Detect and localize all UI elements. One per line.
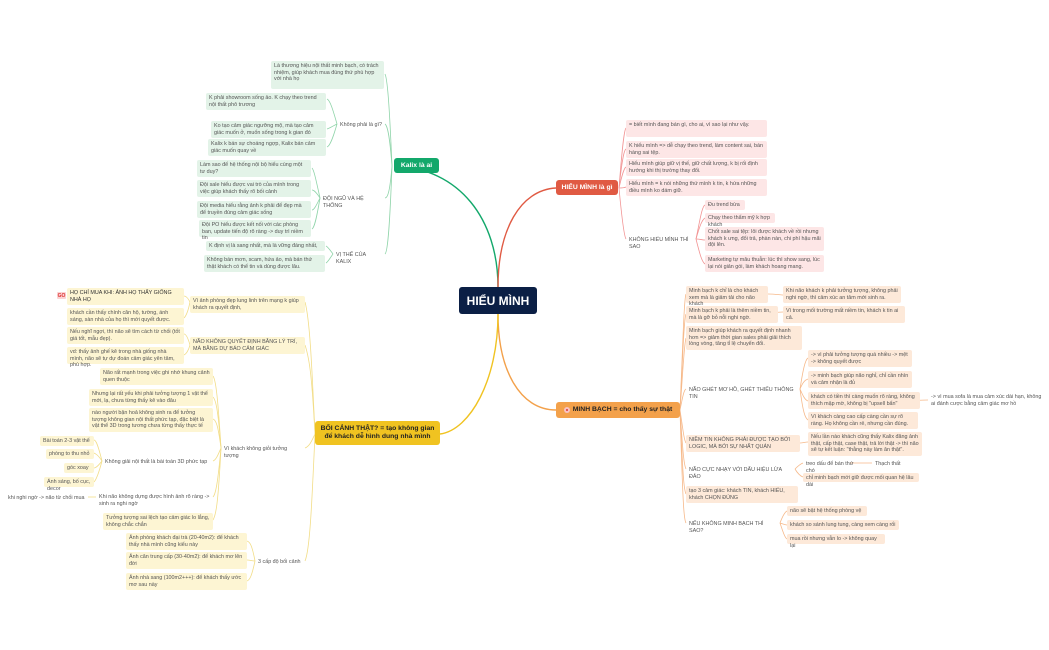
branch-context[interactable]: BỐI CẢNH THẬT? = tạo không gian để khách… bbox=[315, 421, 440, 445]
minhbach-b[interactable]: Minh bạch k phải là thêm niềm tin, mà là… bbox=[686, 306, 778, 323]
kalix-team-item[interactable]: Đội PO hiểu được kết nối với các phòng b… bbox=[199, 220, 311, 241]
minhbach-c[interactable]: Minh bạch giúp khách ra quyết định nhanh… bbox=[686, 326, 802, 350]
branch-minh-bach[interactable]: MINH BẠCH = cho thấy sự thật bbox=[556, 402, 680, 418]
context-easy[interactable]: Tưởng tượng sai lệch tạo cảm giác lo lắn… bbox=[103, 513, 213, 530]
minhbach-hate-label[interactable]: NÃO GHÉT MƠ HỒ, GHÉT THIẾU THÔNG TIN bbox=[689, 387, 794, 400]
minhbach-hate-item[interactable]: -> minh bạch giúp não nghỉ, chỉ cần nhìn… bbox=[808, 371, 912, 388]
branch-kalix[interactable]: Kalix là ai bbox=[394, 158, 439, 173]
context-g3-item[interactable]: nào người bận hoả không sinh ra để tưởng… bbox=[89, 408, 213, 432]
hieu-item[interactable]: Hiểu mình = k nói những thứ mình k tin, … bbox=[626, 179, 767, 196]
central-topic[interactable]: HIỂU MÌNH bbox=[459, 287, 537, 314]
context-nopic-child[interactable]: khi nghi ngờ -> não từ chối mua bbox=[8, 495, 85, 501]
minhbach-three[interactable]: tạo 3 cảm giác: khách TIN, khách HIỂU, k… bbox=[686, 486, 798, 503]
target-icon bbox=[563, 407, 570, 413]
kalix-team-item[interactable]: Làm sao để hệ thống nội bộ hiểu cùng một… bbox=[197, 160, 311, 177]
kalix-team-item[interactable]: Đội media hiểu rằng ảnh k phải để đẹp mà… bbox=[197, 201, 311, 218]
hieu-danger-item[interactable]: Đu trend bừa bbox=[705, 200, 745, 210]
context-fail-item[interactable]: góc xoay bbox=[64, 463, 94, 473]
minhbach-no-item[interactable]: não sẽ bật hệ thống phòng vệ bbox=[787, 506, 867, 516]
minhbach-no-label[interactable]: NẾU KHÔNG MINH BẠCH THÌ SAO? bbox=[689, 521, 764, 534]
context-g4-item[interactable]: Ảnh nhà sang (100m2+++): để khách thấy ư… bbox=[126, 573, 247, 590]
hieu-item[interactable]: K hiểu mình => dễ chạy theo trend, làm c… bbox=[626, 141, 767, 158]
minhbach-signals-item[interactable]: treo dấu để bán thứ chó bbox=[806, 461, 854, 474]
hieu-danger-item[interactable]: Chạy theo thẩm mỹ k hợp khách bbox=[705, 213, 775, 228]
kalix-team-item[interactable]: Đội sale hiểu được vai trò của mình tron… bbox=[197, 180, 311, 197]
context-g2-item[interactable]: Nếu nghĩ ngợi, thì não sẽ tìm cách từ ch… bbox=[67, 327, 184, 344]
minhbach-signals-sub[interactable]: Thạch thất bbox=[875, 461, 901, 467]
minhbach-signals-item[interactable]: chỉ minh bạch mới giữ được mối quan hệ l… bbox=[803, 473, 919, 488]
hieu-item[interactable]: = biết mình đang bán gì, cho ai, vì sao … bbox=[626, 120, 767, 137]
branch-minh-bach-label: MINH BẠCH = cho thấy sự thật bbox=[572, 406, 673, 413]
minhbach-a[interactable]: Minh bạch k chỉ là cho khách xem mà là g… bbox=[686, 286, 768, 307]
context-g1-item[interactable]: HỌ CHỈ MUA KHI: ẢNH HỌ THẤY GIỐNG NHÀ HỌ bbox=[67, 288, 184, 305]
context-g3-label[interactable]: Vì khách không giỏi tưởng tượng bbox=[224, 446, 288, 459]
kalix-intro[interactable]: Là thương hiệu nội thất minh bạch, có tr… bbox=[271, 61, 384, 89]
context-fail-item[interactable]: Ánh sáng, bố cục, decor bbox=[44, 477, 94, 492]
minhbach-signals-label[interactable]: NÃO CỰC NHẠY VỚI DẤU HIỆU LỪA ĐẢO bbox=[689, 467, 782, 480]
hieu-danger-item[interactable]: Chốt sale sai tệp: lôi được khách về rồi… bbox=[705, 227, 824, 251]
kalix-position-item[interactable]: Không bán mơn, scam, hứa ảo, mà bán thứ … bbox=[204, 255, 325, 272]
kalix-not-label[interactable]: Không phải là gì? bbox=[340, 122, 382, 128]
kalix-team-label[interactable]: ĐỘI NGŨ VÀ HỆ THỐNG bbox=[323, 196, 364, 209]
minhbach-no-item[interactable]: mua rồi nhưng vẫn lo -> không quay lại bbox=[787, 534, 885, 549]
minhbach-hate-item[interactable]: khách có tiền thì càng muốn rõ ràng, khô… bbox=[808, 392, 920, 409]
minhbach-trust-child[interactable]: Nếu lần nào khách cũng thấy Kalix đăng ả… bbox=[808, 432, 922, 456]
context-nopic-label[interactable]: Khi não không dựng được hình ảnh rõ ràng… bbox=[99, 494, 210, 507]
minhbach-no-item[interactable]: khách so sánh lung tung, càng xem càng r… bbox=[787, 520, 899, 530]
context-g2-label[interactable]: NÃO KHÔNG QUYẾT ĐỊNH BẰNG LÝ TRÍ, MÀ BẰN… bbox=[190, 337, 305, 354]
minhbach-trust[interactable]: NIỀM TIN KHÔNG PHẢI ĐƯỢC TẠO BỞI LOGIC, … bbox=[686, 435, 800, 452]
minhbach-hate-item[interactable]: Vì khách càng cao cấp càng cần sự rõ ràn… bbox=[808, 412, 918, 429]
context-g4-item[interactable]: Ảnh căn trung cấp (30-40m2): để khách mơ… bbox=[126, 552, 247, 569]
context-g1-label[interactable]: Vì ảnh phòng đẹp lung linh trên mạng k g… bbox=[190, 296, 305, 313]
branch-hieu-minh[interactable]: HIỂU MÌNH là gì bbox=[556, 180, 618, 195]
minhbach-hate-side[interactable]: -> vì mua sofa là mua cảm xúc dài hạn, k… bbox=[931, 394, 1042, 407]
hieu-item[interactable]: Hiểu mình giúp giữ vị thế, giữ chất lượn… bbox=[626, 159, 767, 176]
minhbach-a-child[interactable]: Khi não khách k phải tưởng tượng, không … bbox=[783, 286, 901, 303]
context-fail-label[interactable]: Không giải nội thất là bài toán 3D phức … bbox=[105, 459, 208, 465]
context-fail-item[interactable]: Bài toán 2-3 vật thể bbox=[40, 436, 94, 446]
kalix-not-item[interactable]: Ko tạo cảm giác ngưỡng mộ, mà tạo cảm gi… bbox=[211, 121, 326, 138]
kalix-not-item[interactable]: K phải showroom sống ảo. K chạy theo tre… bbox=[206, 93, 326, 110]
context-g3-item[interactable]: Não rất mạnh trong việc ghi nhớ khung cả… bbox=[100, 368, 213, 385]
context-g4-label[interactable]: 3 cấp độ bối cảnh bbox=[258, 559, 301, 565]
kalix-position-item[interactable]: K định vị là sang nhất, mà là vững đáng … bbox=[206, 241, 325, 251]
hieu-danger-label[interactable]: KHÔNG HIỂU MÌNH THÌ SAO bbox=[629, 237, 689, 250]
minhbach-b-child[interactable]: Vì trong mối trường mất niềm tin, khách … bbox=[783, 306, 905, 323]
minhbach-hate-item[interactable]: -> vì phải tưởng tượng quá nhiều -> mệt … bbox=[808, 350, 912, 367]
context-g4-item[interactable]: Ảnh phòng khách đại trà (20-40m2): để kh… bbox=[126, 533, 247, 550]
context-g3-item[interactable]: Nhưng lại rất yếu khi phải tưởng tượng 1… bbox=[89, 389, 213, 406]
context-g2-item[interactable]: vd: thấy ảnh ghế kê trong nhà giống nhà … bbox=[67, 347, 184, 368]
hieu-danger-item[interactable]: Marketing tự mâu thuẫn: lúc thì show san… bbox=[705, 255, 824, 272]
kalix-position-label[interactable]: VỊ THẾ CỦA KALIX bbox=[336, 252, 366, 265]
context-fail-item[interactable]: phòng to thu nhỏ bbox=[46, 449, 94, 459]
context-g1-item[interactable]: khách cần thấy chính căn hộ, tường, ánh … bbox=[67, 308, 184, 325]
kalix-not-item[interactable]: Kalix k bán sự choáng ngợp, Kalix bán cả… bbox=[208, 139, 326, 156]
warning-badge-icon: GO bbox=[57, 292, 66, 299]
